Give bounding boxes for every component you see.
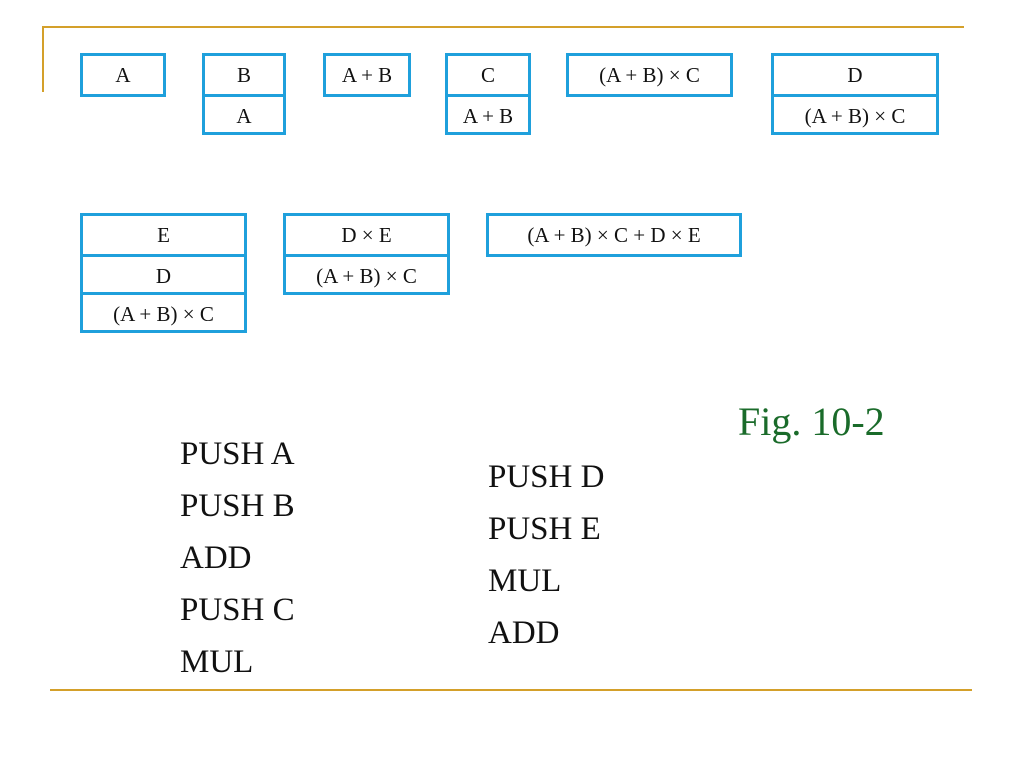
stack-state-3: A + B	[323, 53, 411, 97]
figure-label: Fig. 10-2	[738, 399, 885, 444]
stack-state-1: A	[80, 53, 166, 97]
stack-state-9: (A + B) × C + D × E	[486, 213, 742, 257]
stack-state-2: B A	[202, 53, 286, 135]
stack-cell: D × E	[341, 223, 392, 247]
stack-cell: (A + B) × C	[286, 254, 447, 292]
stack-state-5: (A + B) × C	[566, 53, 733, 97]
stack-cell: A + B	[448, 94, 528, 132]
stack-cell: E	[157, 223, 170, 247]
instruction-line: ADD	[488, 615, 560, 651]
stack-state-7: E D (A + B) × C	[80, 213, 247, 333]
stack-cell: D	[83, 254, 244, 292]
stack-cell: A	[115, 63, 131, 87]
left-accent-rule	[42, 26, 44, 92]
stack-cell: A	[205, 94, 283, 132]
instruction-line: PUSH B	[180, 488, 295, 524]
stack-cell: (A + B) × C + D × E	[527, 223, 701, 247]
instruction-line: MUL	[180, 644, 254, 680]
instruction-line: PUSH A	[180, 436, 295, 472]
program-listing-right: PUSH D PUSH E MUL ADD	[488, 451, 604, 659]
bottom-rule	[50, 689, 972, 691]
stack-cell: C	[480, 63, 495, 87]
stack-state-4: C A + B	[445, 53, 531, 135]
instruction-line: PUSH E	[488, 511, 601, 547]
stack-cell: A + B	[341, 63, 393, 87]
instruction-line: PUSH D	[488, 459, 605, 495]
stack-cell: D	[847, 63, 863, 87]
top-rule	[42, 26, 964, 28]
stack-cell: (A + B) × C	[599, 63, 700, 87]
program-listing-left: PUSH A PUSH B ADD PUSH C MUL	[180, 428, 295, 688]
stack-cell: (A + B) × C	[83, 292, 244, 330]
stack-state-6: D (A + B) × C	[771, 53, 939, 135]
instruction-line: PUSH C	[180, 592, 295, 628]
instruction-line: MUL	[488, 563, 562, 599]
stack-cell: (A + B) × C	[774, 94, 936, 132]
stack-state-8: D × E (A + B) × C	[283, 213, 450, 295]
instruction-line: ADD	[180, 540, 252, 576]
stack-cell: B	[236, 63, 251, 87]
